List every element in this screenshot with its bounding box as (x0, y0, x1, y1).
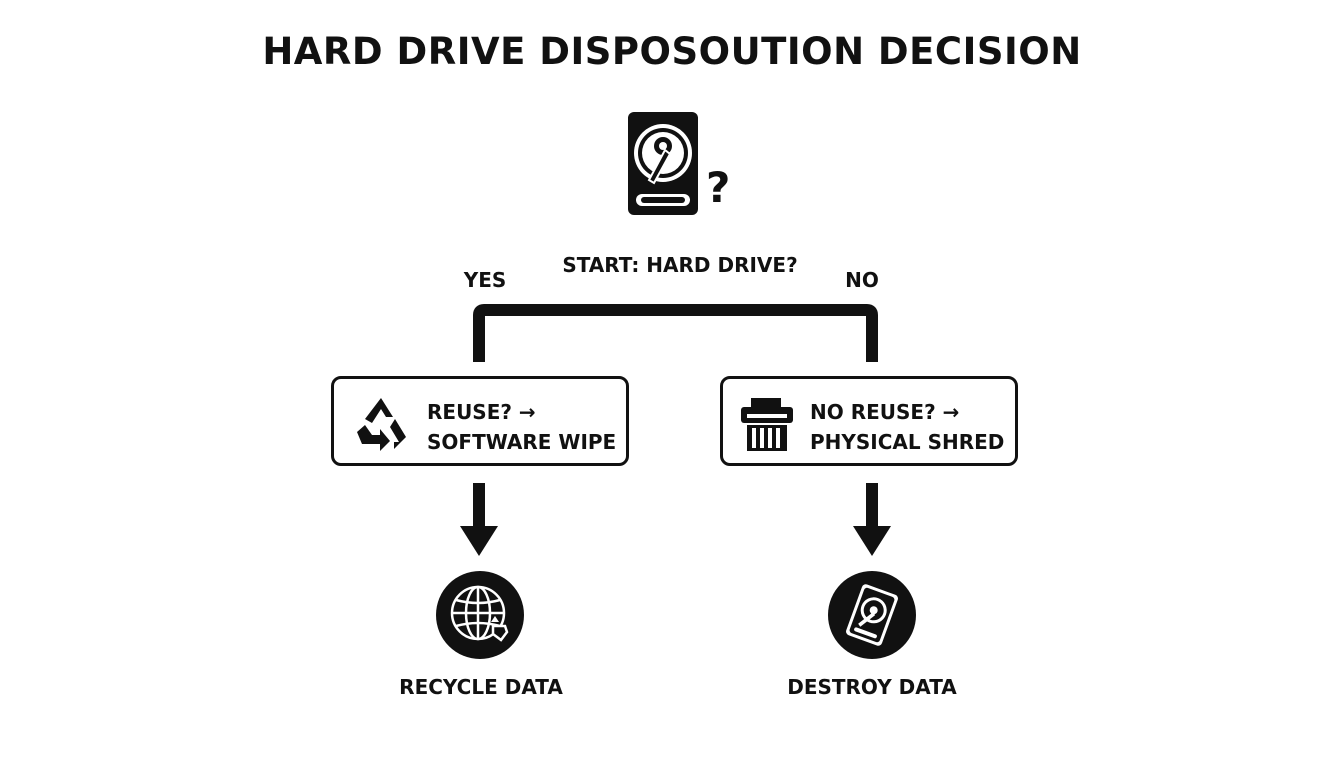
globe-recycle-icon (436, 571, 524, 659)
outcome-recycle-label: RECYCLE DATA (399, 675, 563, 699)
decision-line-software-wipe: SOFTWARE WIPE (427, 430, 617, 454)
svg-text:?: ? (706, 163, 730, 212)
decision-text-reuse: REUSE? → SOFTWARE WIPE (427, 397, 616, 457)
arrow-right (853, 483, 891, 556)
decision-line-no-reuse: NO REUSE? → (810, 400, 960, 424)
arrow-left (460, 483, 498, 556)
start-label: START: HARD DRIVE? (562, 253, 798, 277)
decision-box-reuse: REUSE? → SOFTWARE WIPE (331, 376, 629, 466)
branch-no-label: NO (845, 268, 879, 292)
decision-line-reuse: REUSE? → (427, 400, 536, 424)
branch-connector (473, 304, 878, 362)
decision-line-physical-shred: PHYSICAL SHRED (810, 430, 1005, 454)
diagram-title: HARD DRIVE DISPOSOUTION DECISION (262, 30, 1082, 73)
branch-yes-label: YES (463, 268, 507, 292)
hard-drive-destroy-icon (828, 571, 916, 659)
outcome-destroy-label: DESTROY DATA (787, 675, 957, 699)
decision-box-no-reuse: NO REUSE? → PHYSICAL SHRED (720, 376, 1018, 466)
shredder-icon (741, 398, 793, 451)
recycle-icon (357, 398, 406, 451)
hard-drive-question-icon: ? (628, 112, 730, 215)
decision-text-no-reuse: NO REUSE? → PHYSICAL SHRED (810, 397, 1004, 457)
